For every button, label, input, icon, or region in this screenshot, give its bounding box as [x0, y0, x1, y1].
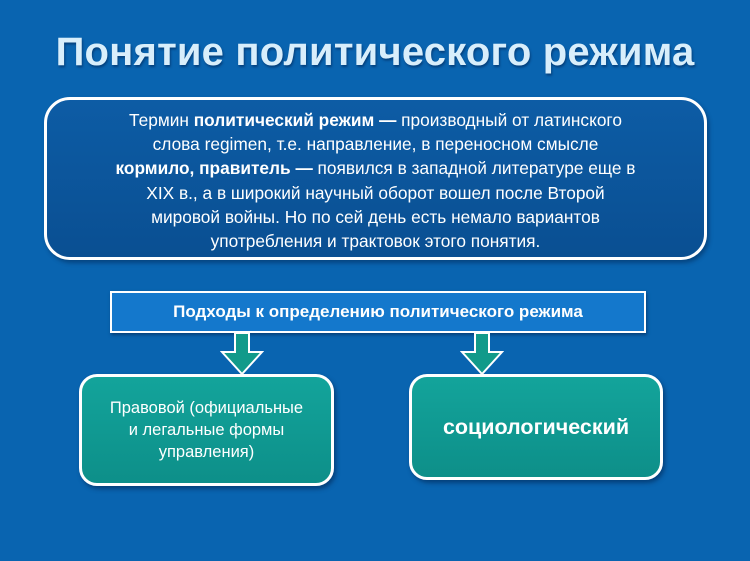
approach-legal-box: Правовой (официальные и легальные формы … [79, 374, 334, 486]
definition-text: появился в западной литературе еще в [312, 158, 636, 179]
definition-line-1: Термин политический режим — производный … [47, 108, 704, 132]
approach-sociological-label: социологический [442, 414, 630, 439]
definition-line-3: кормило, правитель — появился в западной… [47, 156, 704, 180]
definition-text: Термин [129, 110, 194, 130]
definition-line-4: XIX в., а в широкий научный оборот вошел… [146, 182, 605, 203]
definition-text: производный от латинского [396, 110, 622, 130]
definition-box: Термин политический режим — производный … [44, 97, 707, 260]
term-helm-ruler: кормило, правитель — [115, 158, 313, 179]
approaches-header: Подходы к определению политического режи… [110, 291, 646, 333]
definition-line-5: мировой войны. Но по сей день есть немал… [151, 206, 600, 227]
arrow-down-icon [220, 332, 264, 376]
approach-sociological-box: социологический [409, 374, 663, 480]
definition-line-2: слова regimen, т.е. направление, в перен… [152, 134, 599, 155]
slide-title: Понятие политического режима [55, 30, 695, 74]
arrow-down-icon [460, 332, 504, 376]
approach-legal-label: Правовой (официальные и легальные формы … [109, 399, 304, 461]
term-political-regime: политический режим — [193, 110, 397, 130]
definition-line-6: употребления и трактовок этого понятия. [210, 231, 541, 252]
